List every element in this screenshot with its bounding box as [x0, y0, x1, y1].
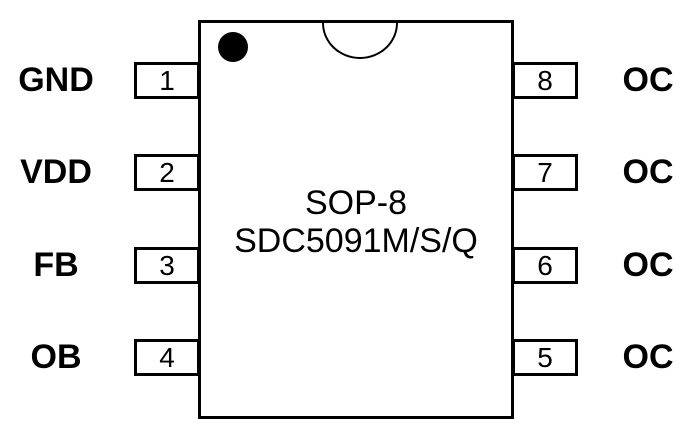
- pin-number: 2: [159, 156, 175, 188]
- pin-label-oc-5: OC: [622, 338, 674, 376]
- ic-package-body: SOP-8 SDC5091M/S/Q: [198, 20, 514, 419]
- pin-box-4: 4: [134, 339, 200, 376]
- pin-label-ob: OB: [30, 338, 82, 376]
- pin-box-2: 2: [134, 154, 200, 191]
- pin-number: 1: [159, 64, 175, 96]
- package-notch: [322, 23, 398, 59]
- pin-box-3: 3: [134, 247, 200, 284]
- pin-box-6: 6: [512, 247, 578, 284]
- pin-label-vdd: VDD: [20, 153, 92, 191]
- pin-number: 6: [537, 249, 553, 281]
- pin-number: 8: [537, 64, 553, 96]
- pin-label-oc-6: OC: [622, 246, 674, 284]
- pin-number: 5: [537, 341, 553, 373]
- pin-label-oc-7: OC: [622, 153, 674, 191]
- pin-box-5: 5: [512, 339, 578, 376]
- pin-number: 4: [159, 341, 175, 373]
- pin-number: 3: [159, 249, 175, 281]
- pin-box-7: 7: [512, 154, 578, 191]
- pin1-indicator-dot: [218, 32, 248, 62]
- part-number-label: SDC5091M/S/Q: [234, 222, 478, 260]
- pin-number: 7: [537, 156, 553, 188]
- pin-box-1: 1: [134, 62, 200, 99]
- pin-label-fb: FB: [33, 246, 79, 284]
- pin-label-oc-8: OC: [622, 61, 674, 99]
- chip-label: SOP-8 SDC5091M/S/Q: [201, 184, 511, 260]
- package-type-label: SOP-8: [304, 184, 408, 222]
- pin-box-8: 8: [512, 62, 578, 99]
- pin-label-gnd: GND: [18, 61, 94, 99]
